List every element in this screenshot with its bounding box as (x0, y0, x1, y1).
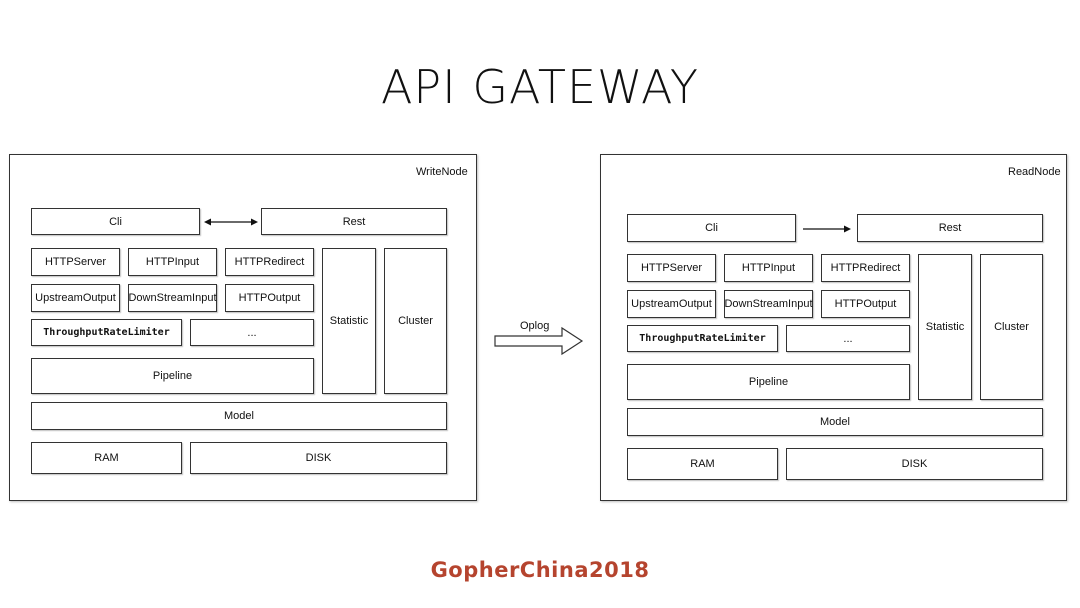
read-rest-box: Rest (857, 214, 1043, 242)
read-downstreaminput-box: DownStreamInput (724, 290, 813, 318)
read-node-label: ReadNode (1008, 166, 1061, 178)
write-model-box: Model (31, 402, 447, 430)
oplog-label: Oplog (520, 320, 550, 332)
read-ellipsis-box: ... (786, 325, 910, 352)
write-httpserver-box: HTTPServer (31, 248, 120, 276)
read-upstreamoutput-box: UpstreamOutput (627, 290, 716, 318)
write-httpredirect-box: HTTPRedirect (225, 248, 314, 276)
write-cli-rest-bidirectional-arrow (204, 218, 258, 226)
write-httpinput-box: HTTPInput (128, 248, 217, 276)
write-disk-box: DISK (190, 442, 447, 474)
read-statistic-box: Statistic (918, 254, 972, 400)
footer-brand: GopherChina2018 (430, 558, 650, 582)
write-throughputratelimiter-box: ThroughputRateLimiter (31, 319, 182, 346)
read-cli-box: Cli (627, 214, 796, 242)
read-httpinput-box: HTTPInput (724, 254, 813, 282)
write-cluster-box: Cluster (384, 248, 447, 394)
read-model-box: Model (627, 408, 1043, 436)
read-httpoutput-box: HTTPOutput (821, 290, 910, 318)
write-statistic-box: Statistic (322, 248, 376, 394)
write-upstreamoutput-box: UpstreamOutput (31, 284, 120, 312)
read-throughputratelimiter-box: ThroughputRateLimiter (627, 325, 778, 352)
write-downstreaminput-box: DownStreamInput (128, 284, 217, 312)
read-httpserver-box: HTTPServer (627, 254, 716, 282)
oplog-arrow (494, 326, 584, 356)
write-ram-box: RAM (31, 442, 182, 474)
write-ellipsis-box: ... (190, 319, 314, 346)
write-httpoutput-box: HTTPOutput (225, 284, 314, 312)
read-cluster-box: Cluster (980, 254, 1043, 400)
read-ram-box: RAM (627, 448, 778, 480)
page-title: API GATEWAY (380, 60, 700, 114)
write-pipeline-box: Pipeline (31, 358, 314, 394)
read-disk-box: DISK (786, 448, 1043, 480)
read-cli-rest-arrow (803, 225, 851, 233)
read-pipeline-box: Pipeline (627, 364, 910, 400)
read-httpredirect-box: HTTPRedirect (821, 254, 910, 282)
write-node-label: WriteNode (416, 166, 468, 178)
write-cli-box: Cli (31, 208, 200, 235)
write-rest-box: Rest (261, 208, 447, 235)
